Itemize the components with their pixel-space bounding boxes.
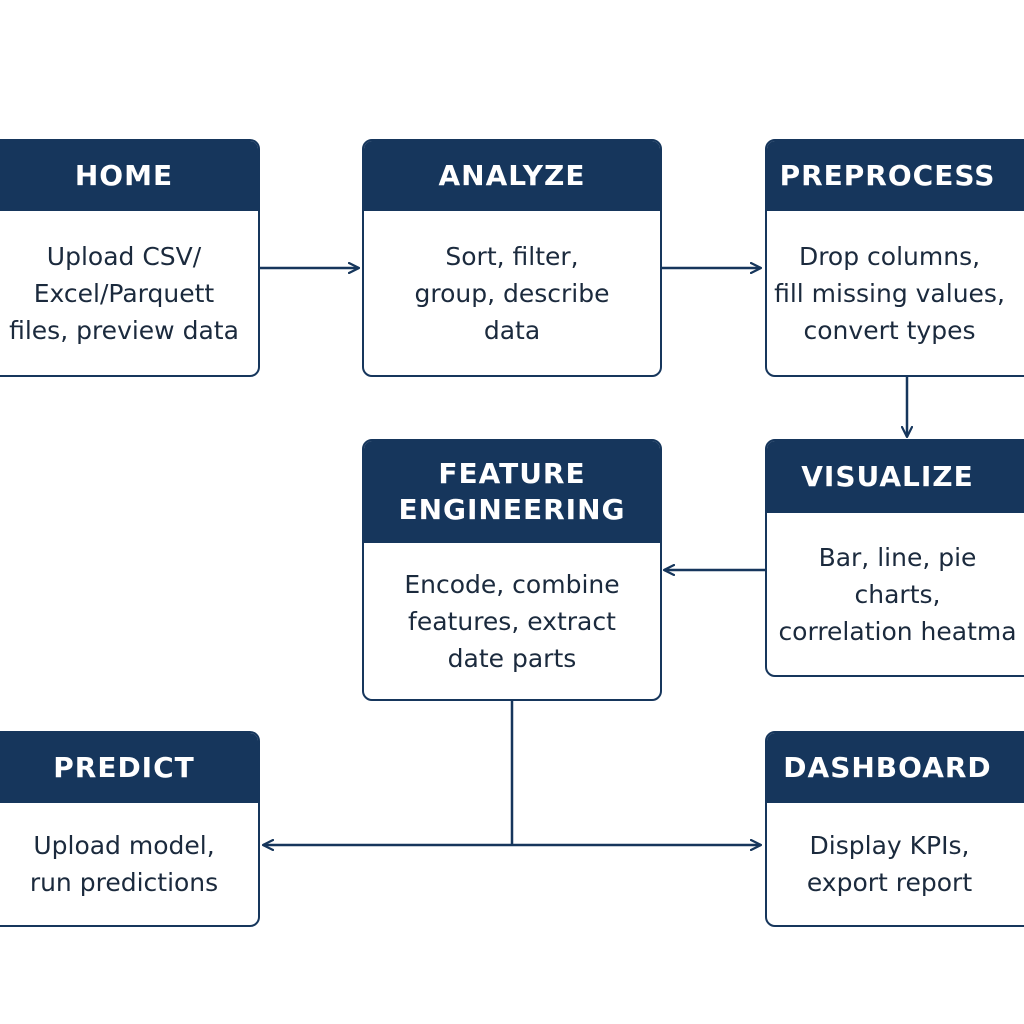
feature-engineering-title: FEATURE ENGINEERING xyxy=(364,441,660,543)
dashboard-title: DASHBOARD xyxy=(767,733,1024,803)
visualize-node: VISUALIZE Bar, line, pie charts, correla… xyxy=(765,439,1024,677)
feature-engineering-description: Encode, combine features, extract date p… xyxy=(404,569,620,673)
analyze-title: ANALYZE xyxy=(364,141,660,211)
preprocess-description: Drop columns, fill missing values, conve… xyxy=(774,241,1005,345)
predict-description: Upload model, run predictions xyxy=(29,831,219,897)
home-description: Upload CSV/ Excel/Parquett files, previe… xyxy=(9,241,239,345)
visualize-title: VISUALIZE xyxy=(767,441,1024,513)
dashboard-node: DASHBOARD Display KPIs, export report xyxy=(765,731,1024,927)
analyze-description: Sort, filter, group, describe data xyxy=(414,241,610,345)
analyze-node: ANALYZE Sort, filter, group, describe da… xyxy=(362,139,662,377)
predict-node: PREDICT Upload model, run predictions xyxy=(0,731,260,927)
predict-title: PREDICT xyxy=(0,733,258,803)
dashboard-description: Display KPIs, export report xyxy=(806,831,973,897)
preprocess-title: PREPROCESS xyxy=(767,141,1024,211)
visualize-description: Bar, line, pie charts, correlation heatm… xyxy=(778,542,1017,646)
home-node: HOME Upload CSV/ Excel/Parquett files, p… xyxy=(0,139,260,377)
home-title: HOME xyxy=(0,141,258,211)
feature-engineering-node: FEATURE ENGINEERING Encode, combine feat… xyxy=(362,439,662,701)
preprocess-node: PREPROCESS Drop columns, fill missing va… xyxy=(765,139,1024,377)
